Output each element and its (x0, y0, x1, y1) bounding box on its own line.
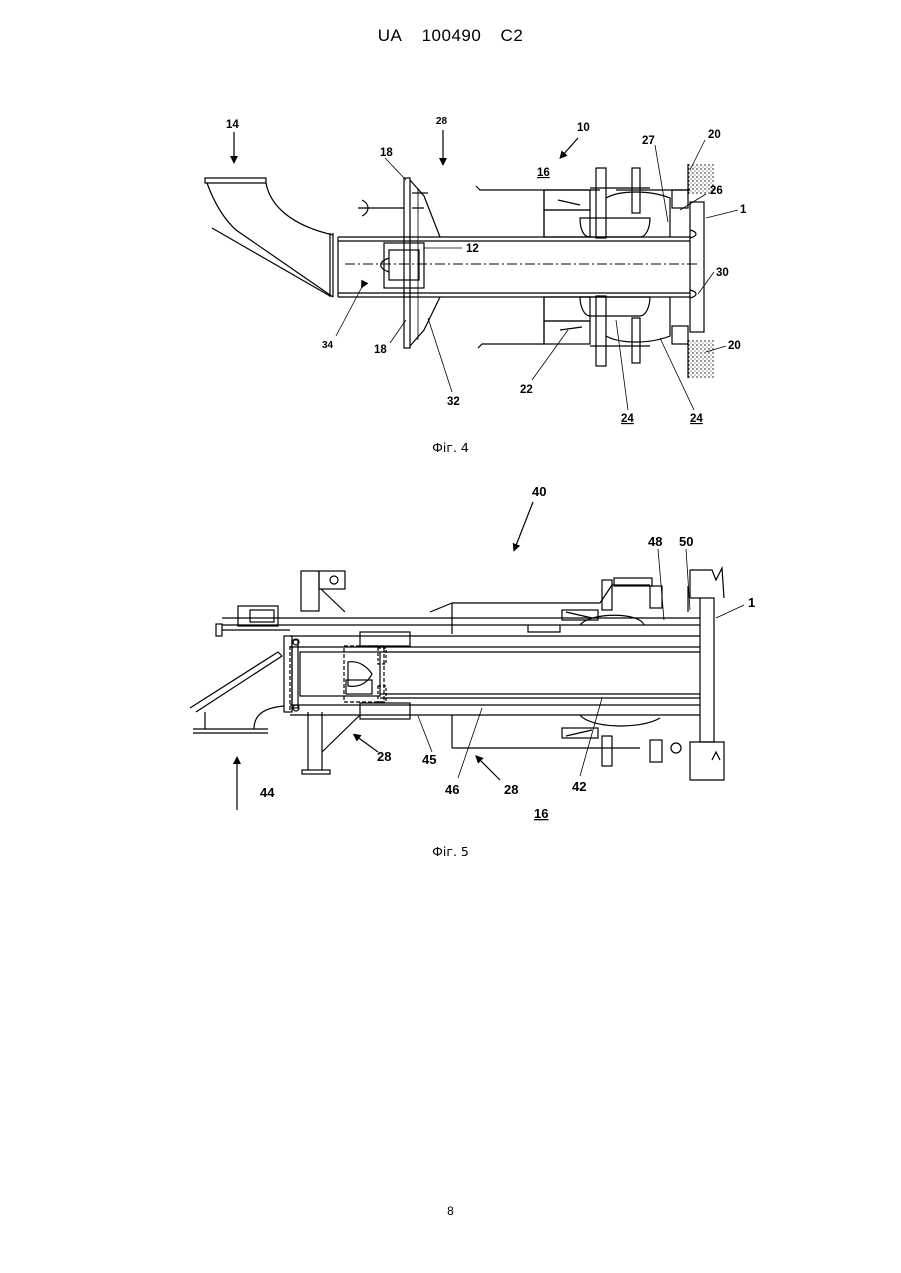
fig5-label-44: 44 (260, 785, 275, 800)
fig4-label-24-a: 24 (621, 413, 634, 425)
fig4-label-27: 27 (642, 135, 655, 147)
figure-4-caption: Фіг. 4 (0, 440, 901, 455)
fig4-label-18-top: 18 (380, 147, 393, 159)
fig4-label-16: 16 (537, 167, 550, 179)
fig5-label-28-a: 28 (377, 749, 391, 764)
fig5-label-48: 48 (648, 534, 662, 549)
fig5-label-28-b: 28 (504, 782, 518, 797)
fig4-label-24-b: 24 (690, 413, 703, 425)
figure-4-labels: 14 28 18 10 16 27 20 26 1 12 30 34 18 20… (226, 116, 747, 425)
page-number: 8 (0, 1204, 901, 1218)
fig4-label-18-bottom: 18 (374, 344, 387, 356)
figure-4-drawing (205, 130, 738, 410)
fig5-label-45: 45 (422, 752, 436, 767)
fig5-label-42: 42 (572, 779, 586, 794)
fig4-label-14: 14 (226, 119, 239, 131)
fig4-label-30: 30 (716, 267, 729, 279)
fig4-label-26: 26 (710, 185, 723, 197)
fig4-label-10: 10 (577, 122, 590, 134)
fig4-label-20-bottom: 20 (728, 340, 741, 352)
fig5-label-50: 50 (679, 534, 693, 549)
fig5-label-46: 46 (445, 782, 459, 797)
figure-5-caption: Фіг. 5 (0, 844, 901, 859)
fig4-label-32: 32 (447, 396, 460, 408)
fig4-label-22: 22 (520, 384, 533, 396)
fig4-label-12: 12 (466, 243, 479, 255)
fig5-label-40: 40 (532, 484, 546, 499)
fig4-label-34: 34 (322, 340, 334, 351)
fig4-label-20-top: 20 (708, 129, 721, 141)
fig5-label-16: 16 (534, 806, 548, 821)
fig5-label-1: 1 (748, 595, 755, 610)
fig4-label-1: 1 (740, 204, 747, 216)
fig4-label-28: 28 (436, 116, 448, 127)
